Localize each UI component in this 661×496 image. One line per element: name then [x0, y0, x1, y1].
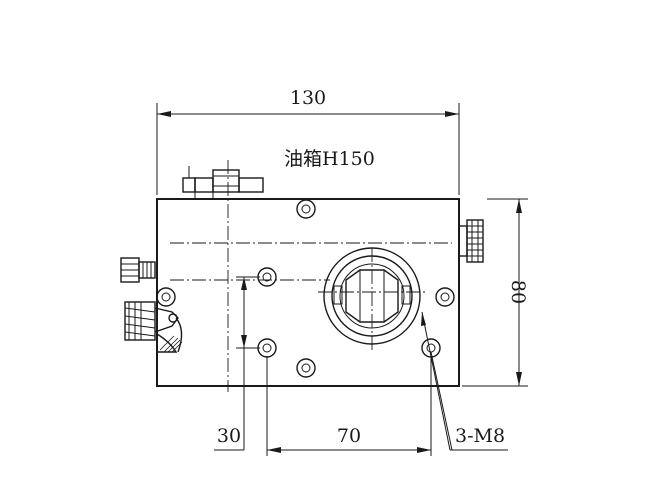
central-port	[323, 247, 421, 345]
hole-spacing-x-label: 70	[337, 425, 361, 447]
hole-bottom-center	[296, 358, 316, 378]
thread-callout-label: 3-M8	[455, 425, 505, 447]
tank-label: 油箱H150	[284, 148, 375, 170]
hole-top-center	[296, 199, 316, 219]
dimension-hole-spacing-x: 70	[266, 356, 432, 456]
overall-width-label: 130	[290, 87, 326, 109]
overall-height-label: 80	[507, 280, 529, 304]
hole-lower-left	[257, 338, 277, 358]
left-lower-fitting	[124, 301, 183, 353]
hole-upper-left	[257, 267, 277, 287]
dimension-overall-width: 130	[156, 87, 460, 195]
center-lines	[170, 160, 452, 392]
thread-callout-leader: 3-M8	[421, 311, 508, 451]
top-fitting	[182, 166, 264, 199]
left-upper-fitting	[120, 257, 156, 283]
hex-plug-icon	[345, 269, 399, 323]
right-knurled-plug	[458, 219, 484, 263]
hole-left-mid	[156, 287, 176, 307]
dimension-hole-offset-y: 30	[214, 276, 260, 451]
mounting-holes	[156, 199, 455, 378]
hole-offset-y-label: 30	[217, 425, 241, 447]
dimension-overall-height: 80	[462, 198, 529, 387]
valve-block-outline	[156, 198, 460, 387]
hole-right-mid	[435, 287, 455, 307]
